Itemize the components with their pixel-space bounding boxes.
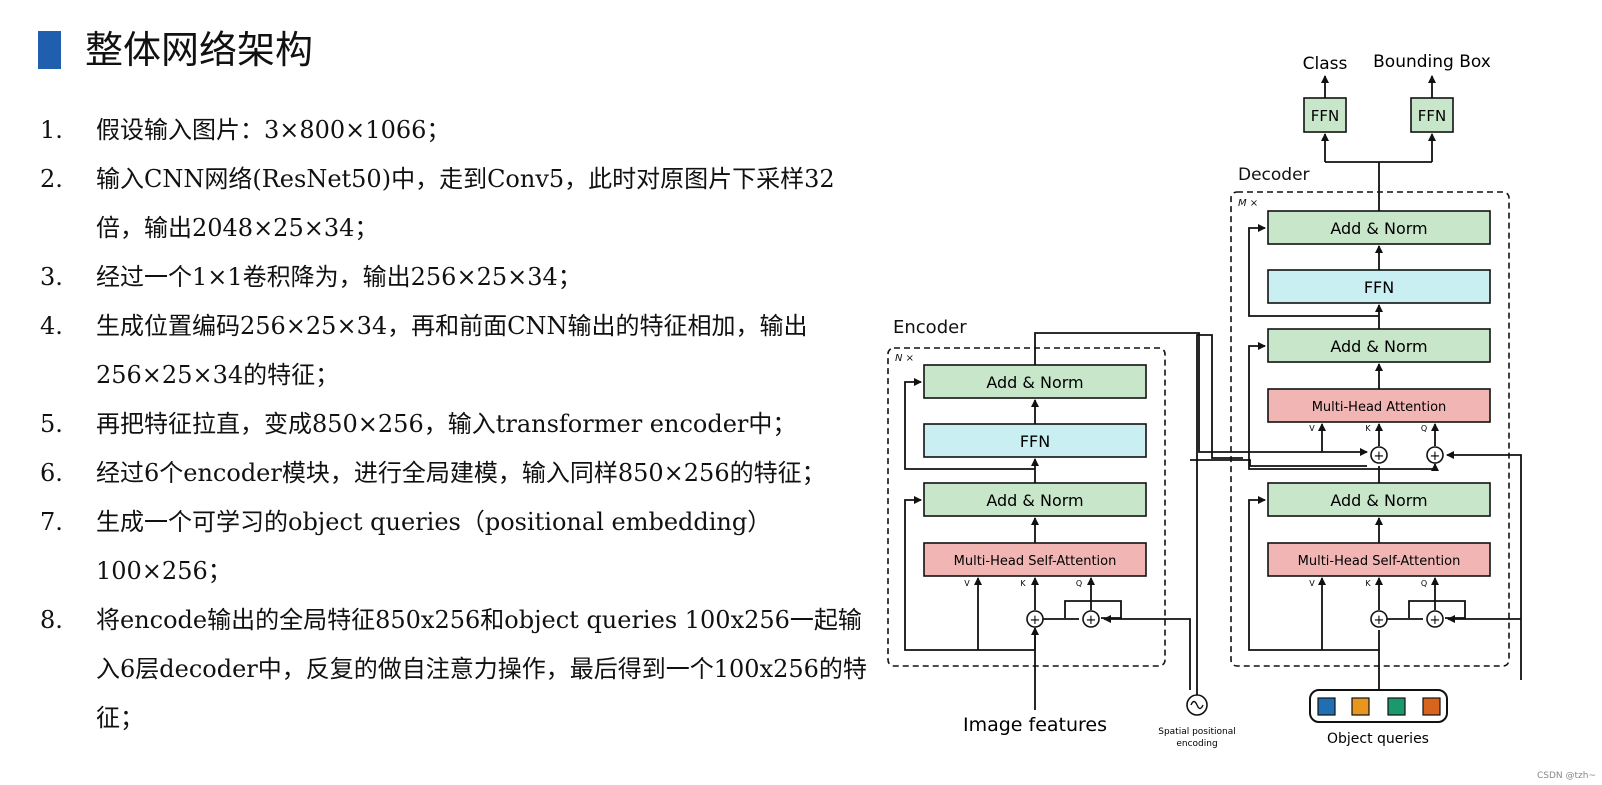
step-text: 经过一个1×1卷积降为，输出256×25×34； <box>96 263 582 291</box>
page-title: 整体网络架构 <box>85 28 314 72</box>
encoder-q-label: Q <box>1076 579 1082 588</box>
encoder-repeat: N × <box>895 353 914 364</box>
encoder-k-label: K <box>1020 579 1026 588</box>
decoder-add-norm-2-label: Add & Norm <box>1330 337 1427 356</box>
step-item: 5. 再把特征拉直，变成850×256，输入transformer encoder… <box>40 400 880 449</box>
svg-text:+: + <box>1374 449 1385 464</box>
decoder-self-add-k-node <box>1370 610 1388 628</box>
step-text: 生成一个可学习的object queries（positional embedd… <box>96 508 772 585</box>
encoder-label: Encoder <box>893 317 967 338</box>
class-ffn-head <box>1303 97 1347 133</box>
box-ffn-head <box>1410 97 1454 133</box>
class-output-label: Class <box>1303 54 1348 74</box>
decoder-cross-add-k-node <box>1370 446 1388 464</box>
decoder-cross-q-label: Q <box>1421 424 1427 433</box>
step-number: 5. <box>40 410 63 438</box>
positional-encoding-label-2: encoding <box>1176 739 1217 749</box>
decoder-repeat: M × <box>1238 198 1258 209</box>
detr-architecture-diagram: Encoder N × Add & Norm FFN Add & Norm Mu… <box>887 52 1522 749</box>
bounding-box-output-label: Bounding Box <box>1373 52 1491 72</box>
steps-list: 1. 假设输入图片：3×800×1066； 2. 输入CNN网络(ResNet50)… <box>40 106 880 743</box>
step-number: 2. <box>40 165 63 193</box>
encoder-add-q-node <box>1082 610 1100 628</box>
object-query-token <box>1422 697 1441 716</box>
step-number: 3. <box>40 263 63 291</box>
decoder-add-norm-1 <box>1267 482 1491 517</box>
step-item: 1. 假设输入图片：3×800×1066； <box>40 106 880 155</box>
image-features-label: Image features <box>963 714 1107 736</box>
step-number: 8. <box>40 606 63 634</box>
step-text: 假设输入图片：3×800×1066； <box>96 116 451 144</box>
decoder-add-norm-3 <box>1267 210 1491 245</box>
svg-text:+: + <box>1430 449 1441 464</box>
step-number: 4. <box>40 312 63 340</box>
decoder-self-add-q-node <box>1426 610 1444 628</box>
decoder-cross-v-label: V <box>1309 424 1315 433</box>
step-item: 7. 生成一个可学习的object queries（positional embe… <box>40 498 880 596</box>
decoder-add-norm-1-label: Add & Norm <box>1330 491 1427 510</box>
decoder-self-v-label: V <box>1309 579 1315 588</box>
decoder-add-norm-3-label: Add & Norm <box>1330 219 1427 238</box>
title-accent-bar <box>38 31 61 69</box>
encoder-add-k-node <box>1026 610 1044 628</box>
step-item: 3. 经过一个1×1卷积降为，输出256×25×34； <box>40 253 880 302</box>
decoder-cross-attention-label: Multi-Head Attention <box>1312 400 1447 415</box>
decoder-block <box>1230 191 1510 667</box>
decoder-ffn-label: FFN <box>1364 278 1394 297</box>
decoder-self-attention <box>1267 542 1491 577</box>
svg-text:+: + <box>1374 613 1385 628</box>
object-query-token <box>1387 697 1406 716</box>
watermark: CSDN @tzh~ <box>1536 771 1596 781</box>
decoder-cross-k-label: K <box>1365 424 1371 433</box>
step-text: 再把特征拉直，变成850×256，输入transformer encoder中； <box>96 410 797 438</box>
encoder-add-norm-top-label: Add & Norm <box>986 373 1083 392</box>
decoder-label: Decoder <box>1238 165 1310 185</box>
encoder-ffn <box>923 423 1147 458</box>
svg-text:+: + <box>1086 613 1097 628</box>
encoder-v-label: V <box>964 579 970 588</box>
object-queries-container <box>1309 689 1448 723</box>
object-query-token <box>1351 697 1370 716</box>
encoder-ffn-label: FFN <box>1020 432 1050 451</box>
step-item: 2. 输入CNN网络(ResNet50)中，走到Conv5，此时对原图片下采样32… <box>40 155 880 253</box>
step-number: 7. <box>40 508 63 536</box>
svg-text:+: + <box>1430 613 1441 628</box>
encoder-block <box>887 347 1166 667</box>
step-number: 6. <box>40 459 63 487</box>
step-text: 将encode输出的全局特征850x256和object queries 100… <box>96 606 867 732</box>
decoder-cross-add-q-node <box>1426 446 1444 464</box>
object-queries-label: Object queries <box>1327 731 1429 747</box>
step-text: 输入CNN网络(ResNet50)中，走到Conv5，此时对原图片下采样32倍，… <box>96 165 835 242</box>
step-item: 8. 将encode输出的全局特征850x256和object queries 1… <box>40 596 880 743</box>
decoder-self-attention-label: Multi-Head Self-Attention <box>1298 554 1461 569</box>
encoder-self-attention-label: Multi-Head Self-Attention <box>954 554 1117 569</box>
step-number: 1. <box>40 116 63 144</box>
step-item: 4. 生成位置编码256×25×34，再和前面CNN输出的特征相加，输出256×2… <box>40 302 880 400</box>
object-query-token <box>1317 697 1336 716</box>
decoder-self-q-label: Q <box>1421 579 1427 588</box>
svg-text:+: + <box>1030 613 1041 628</box>
decoder-add-norm-2 <box>1267 328 1491 363</box>
decoder-self-k-label: K <box>1365 579 1371 588</box>
step-text: 生成位置编码256×25×34，再和前面CNN输出的特征相加，输出256×25×… <box>96 312 808 389</box>
encoder-add-norm-bottom <box>923 482 1147 517</box>
encoder-add-norm-bottom-label: Add & Norm <box>986 491 1083 510</box>
box-ffn-label: FFN <box>1418 107 1446 125</box>
positional-encoding-label-1: Spatial positional <box>1158 727 1236 737</box>
class-ffn-label: FFN <box>1311 107 1339 125</box>
step-text: 经过6个encoder模块，进行全局建模，输入同样850×256的特征； <box>96 459 826 487</box>
step-item: 6. 经过6个encoder模块，进行全局建模，输入同样850×256的特征； <box>40 449 880 498</box>
